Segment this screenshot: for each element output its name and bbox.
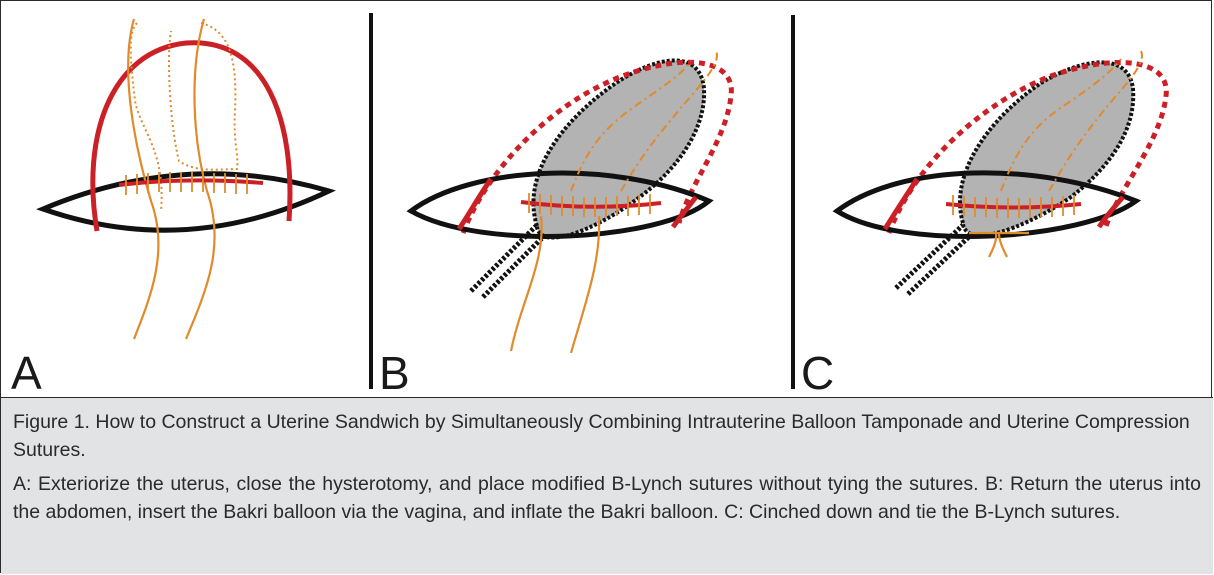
figure-panels: A xyxy=(1,1,1213,398)
uterus-outline-a xyxy=(93,43,290,231)
figure-caption: Figure 1. How to Construct a Uterine San… xyxy=(1,398,1213,574)
illustration: A xyxy=(1,1,1213,398)
panel-a: A xyxy=(11,19,329,398)
hysterotomy-a xyxy=(119,180,263,185)
panel-c: C xyxy=(801,51,1166,398)
panel-label-a: A xyxy=(11,347,42,398)
panel-label-b: B xyxy=(379,347,410,398)
caption-title: Figure 1. How to Construct a Uterine San… xyxy=(13,408,1201,464)
caption-body: A: Exteriorize the uterus, close the hys… xyxy=(13,470,1201,526)
bakri-balloon-b xyxy=(533,60,704,237)
panel-b: B xyxy=(379,51,731,398)
panel-label-c: C xyxy=(801,347,834,398)
